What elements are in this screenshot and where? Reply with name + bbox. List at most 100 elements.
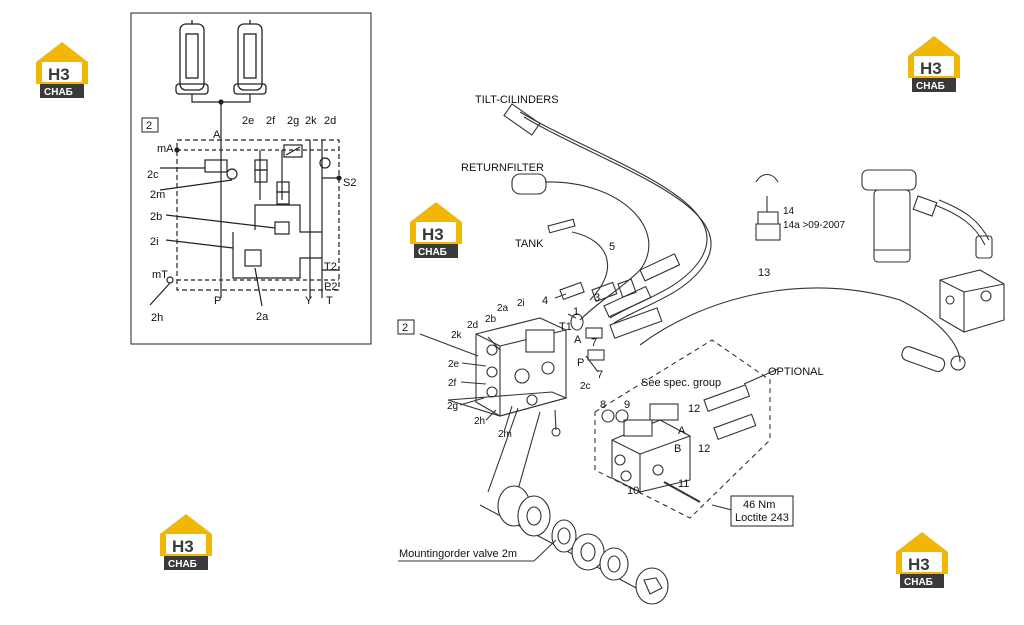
label-tank: TANK [515,238,544,250]
label-2d: 2d [324,115,336,127]
label-2h: 2h [151,312,163,324]
torque-value: 46 Nm [743,499,775,511]
label-tilt-cilinders: TILT-CILINDERS [475,94,559,106]
watermark-logo-top-right: H3 СНАБ [908,36,960,92]
return-filter-assembly [861,169,1005,333]
exploded-view [419,103,1005,605]
label-2a: 2a [497,303,509,314]
label-A-optional: A [678,425,686,437]
label-2e: 2e [448,359,460,370]
label-2g: 2g [287,115,299,127]
hose-tilt [519,111,708,319]
joystick-14 [755,173,781,241]
label-10: 10 [627,485,639,497]
schematic-box-2 [141,117,159,133]
svg-text:H3: H3 [920,59,942,78]
label-13: 13 [758,267,770,279]
label-mA: mA [157,143,174,155]
svg-text:СНАБ: СНАБ [418,247,447,258]
label-2i: 2i [150,236,159,248]
svg-text:СНАБ: СНАБ [44,87,73,98]
mountingorder-parts [497,485,669,605]
label-2f: 2f [448,378,457,389]
label-2k: 2k [305,115,317,127]
tilt-cylinder-fitting [503,103,541,136]
label-2g: 2g [447,401,458,412]
hose-13-fitting [901,346,946,373]
hose-13 [639,287,961,363]
label-S2: S2 [343,177,356,189]
label-A: A [574,334,582,346]
label-optional: OPTIONAL [768,366,824,378]
label-11: 11 [678,478,689,490]
label-2f: 2f [266,115,276,127]
svg-text:H3: H3 [422,225,444,244]
hose-tank [571,231,608,301]
label-T1: T1 [559,321,572,333]
label-7b: 7 [597,369,603,381]
label-A: A [213,129,221,141]
label-5: 5 [609,241,615,253]
label-2m: 2m [150,189,165,201]
exploded-labels: TILT-CILINDERS RETURNFILTER TANK 5 4 3 1… [397,94,845,562]
tilt-cylinder-right [233,20,267,95]
label-P2: P2 [324,281,337,293]
optional-valve-10 [611,403,691,493]
label-mountingorder: Mountingorder valve 2m [399,548,517,560]
label-12a: 12 [688,403,700,415]
svg-text:H3: H3 [908,555,930,574]
torque-loctite: Loctite 243 [735,512,789,524]
label-2b: 2b [485,314,497,325]
label-4: 4 [542,295,548,307]
svg-text:H3: H3 [172,537,194,556]
exploded-box-2-label: 2 [402,322,408,334]
label-7a: 7 [591,337,597,349]
schematic-frame [130,12,372,345]
label-8: 8 [600,399,606,411]
exploded-box-2 [397,319,415,335]
label-2b: 2b [150,211,162,223]
watermark-logo-bottom-right: H3 СНАБ [896,532,948,588]
label-14a: 14a >09-2007 [783,220,845,231]
optional-outline [594,339,771,519]
watermark-logo-center: H3 СНАБ [410,202,462,258]
label-returnfilter: RETURNFILTER [461,162,544,174]
label-9: 9 [624,399,630,411]
valve-block-2 [447,317,568,437]
label-12b: 12 [698,443,710,455]
label-spec-group: See spec. group [641,377,721,389]
hose-returnfilter [544,181,650,321]
watermark-logo-top-left: H3 СНАБ [36,42,88,98]
label-2k: 2k [451,330,463,341]
hydraulic-schematic: 2 A mA 2e 2f 2g 2k 2d 2c 2m 2b 2i mT 2h … [130,12,372,345]
svg-text:СНАБ: СНАБ [916,81,945,92]
label-2h: 2h [474,416,485,427]
label-2i: 2i [517,298,525,309]
tilt-cylinder-left [175,20,209,95]
label-T: T [326,295,333,307]
svg-text:H3: H3 [48,65,70,84]
label-2a: 2a [256,311,269,323]
label-P: P [577,357,584,369]
label-Y: Y [305,295,313,307]
svg-text:СНАБ: СНАБ [904,577,933,588]
svg-text:СНАБ: СНАБ [168,559,197,570]
label-1: 1 [573,306,579,318]
returnfilter-fitting [511,173,547,195]
schematic-box-2-label: 2 [146,120,152,132]
watermark-logo-bottom-left: H3 СНАБ [160,514,212,570]
label-2e: 2e [242,115,254,127]
label-2m: 2m [498,429,512,440]
label-P: P [214,295,221,307]
label-2d: 2d [467,320,478,331]
torque-note-box [730,495,794,527]
label-3: 3 [594,292,600,304]
label-mT: mT [152,269,168,281]
label-14: 14 [783,206,795,217]
tank-fitting [547,218,576,234]
label-2c: 2c [147,169,159,181]
label-B: B [674,443,681,455]
label-2c: 2c [580,381,591,392]
